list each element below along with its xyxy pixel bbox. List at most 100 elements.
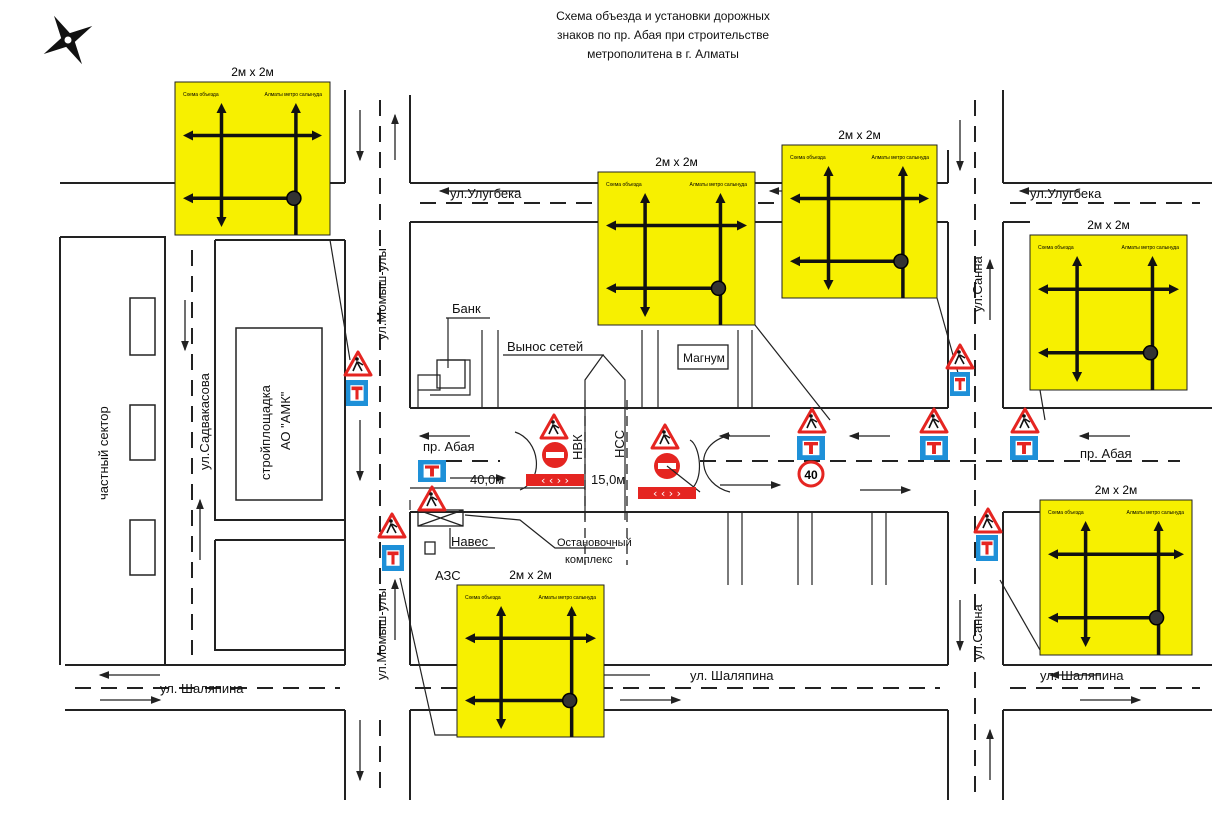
panel-size-label: 2м х 2м xyxy=(838,128,881,142)
panel-note: Алматы метро салынуда xyxy=(538,595,596,601)
arrowhead-icon xyxy=(566,606,577,616)
dead-end-detour-sign-icon xyxy=(976,535,998,561)
arrowhead-icon xyxy=(823,280,834,290)
arrowhead-icon xyxy=(1174,549,1184,560)
roadwork-warning-sign-icon xyxy=(343,350,373,377)
arrowhead-icon xyxy=(1048,549,1058,560)
arrowhead-icon xyxy=(715,193,726,203)
arrowhead-icon xyxy=(606,220,616,231)
arrowhead-icon xyxy=(1048,612,1058,623)
arrowhead-icon xyxy=(1169,284,1179,295)
roadwork-warning-sign-icon xyxy=(377,512,407,539)
street-label-sanna: ул.Санна xyxy=(970,255,985,312)
panel-background xyxy=(597,171,756,326)
panel-background xyxy=(1039,499,1193,656)
panel-background xyxy=(456,584,605,738)
traffic-arrows xyxy=(98,110,1142,782)
construction-company-label: АО "АМК" xyxy=(278,391,293,450)
speed-limit-sign: 40 xyxy=(797,460,825,488)
dead-end-detour-sign-icon xyxy=(797,436,825,460)
title-line-2: знаков по пр. Абая при строительстве xyxy=(557,28,769,42)
roadwork-warning-sign-icon xyxy=(650,423,680,450)
arrowhead-icon xyxy=(1153,521,1164,531)
bank-building xyxy=(436,359,466,389)
street-label-ulugbeka: ул.Улугбека xyxy=(450,186,522,201)
arrowhead-icon xyxy=(216,103,227,113)
road-network xyxy=(59,90,1212,800)
gas-station-building xyxy=(424,541,436,555)
street-label-abaya: пр. Абая xyxy=(423,439,475,454)
panel-title: Схема объезда xyxy=(1048,510,1084,516)
magnum-label: Магнум xyxy=(683,351,725,365)
arrowhead-icon xyxy=(823,166,834,176)
arrowhead-icon xyxy=(790,193,800,204)
private-sector-label: частный сектор xyxy=(96,406,111,500)
panel-size-label: 2м х 2м xyxy=(655,155,698,169)
roadwork-warning-sign-icon xyxy=(417,485,447,512)
panel-background xyxy=(781,144,938,299)
svg-text:‹ ‹ › ›: ‹ ‹ › › xyxy=(541,474,569,487)
street-label-sanna: ул.Санна xyxy=(970,603,985,660)
panel-note: Алматы метро салынуда xyxy=(1121,245,1179,251)
arrowhead-icon xyxy=(465,633,475,644)
arrowhead-icon xyxy=(737,220,747,231)
panel-background xyxy=(174,81,331,236)
private-sector-houses xyxy=(129,297,156,576)
arrowhead-icon xyxy=(1072,372,1083,382)
arrowhead-icon xyxy=(1038,347,1048,358)
arrowhead-icon xyxy=(919,193,929,204)
arrowhead-icon xyxy=(216,217,227,227)
arrowhead-icon xyxy=(897,166,908,176)
nss-label: НСС xyxy=(612,430,627,458)
chevron-barrier-board: ‹ ‹ › › xyxy=(638,487,696,500)
arrowhead-icon xyxy=(496,719,507,729)
dead-end-detour-sign-icon xyxy=(418,460,446,482)
street-label-momysh-uly: ул.Момыш-улы xyxy=(374,248,389,340)
nvk-label: НВК xyxy=(570,434,585,460)
panel-detour-map xyxy=(606,193,747,325)
sign-panel-leaders xyxy=(329,239,1046,736)
title-line-1: Схема объезда и установки дорожных xyxy=(556,9,770,23)
panel-detour-map xyxy=(183,103,322,235)
dead-end-detour-sign-icon xyxy=(346,380,368,406)
dead-end-detour-sign-icon xyxy=(950,372,970,396)
panel-title: Схема объезда xyxy=(465,595,501,601)
distance-40m-label: 40,0м xyxy=(470,472,504,487)
dead-end-detour-sign-icon xyxy=(920,436,948,460)
no-entry-marker-icon xyxy=(561,692,578,709)
roadwork-warning-sign-icon xyxy=(973,507,1003,534)
dead-end-detour-sign-icon xyxy=(1010,436,1038,460)
panel-note: Алматы метро салынуда xyxy=(1126,510,1184,516)
panel-detour-map xyxy=(790,166,929,298)
no-entry-sign-icon xyxy=(542,442,568,468)
dead-end-detour-sign-icon xyxy=(382,545,404,571)
stop-complex-label: Остановочный xyxy=(557,537,632,549)
construction-site xyxy=(235,327,323,501)
arrowhead-icon xyxy=(1080,637,1091,647)
roadwork-warning-sign-icon xyxy=(539,413,569,440)
arrowhead-icon xyxy=(1080,521,1091,531)
street-label-abaya: пр. Абая xyxy=(1080,446,1132,461)
construction-label: стройплощадка xyxy=(258,384,273,480)
roadwork-warning-sign-icon xyxy=(919,407,949,434)
panel-note: Алматы метро салынуда xyxy=(264,92,322,98)
magnum-building xyxy=(677,344,729,370)
arrowhead-icon xyxy=(640,193,651,203)
panel-size-label: 2м х 2м xyxy=(509,568,552,582)
no-entry-marker-icon xyxy=(1142,345,1159,361)
no-entry-marker-icon xyxy=(893,253,909,270)
panel-detour-map xyxy=(1048,521,1184,655)
canopy-label: Навес xyxy=(451,534,489,549)
panel-size-label: 2м х 2м xyxy=(1087,218,1130,232)
panel-title: Схема объезда xyxy=(606,182,642,188)
svg-text:‹ ‹ › ›: ‹ ‹ › › xyxy=(653,487,681,500)
roadwork-warning-sign-icon xyxy=(797,407,827,434)
gas-station-label: АЗС xyxy=(435,568,461,583)
roadwork-warning-sign-icon xyxy=(945,343,975,370)
panel-note: Алматы метро салынуда xyxy=(689,182,747,188)
arrowhead-icon xyxy=(640,307,651,317)
street-label-shalyapina: ул. Шаляпина xyxy=(690,668,774,683)
panel-background xyxy=(1029,234,1188,391)
